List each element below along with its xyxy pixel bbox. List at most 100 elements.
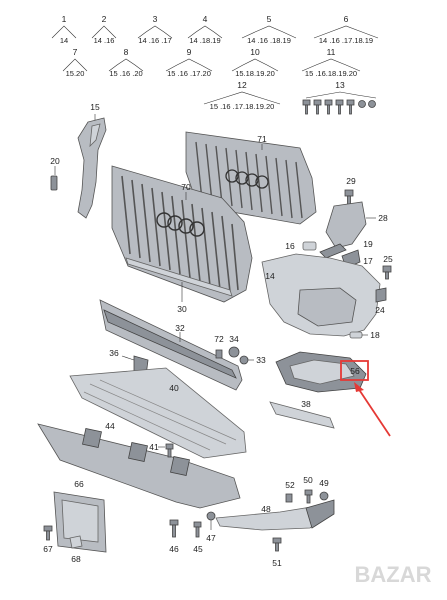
bracket xyxy=(137,25,173,39)
header-group-1: 1 14 xyxy=(51,14,77,45)
audi-rings-icon xyxy=(225,169,269,189)
part-72-clip: 72 xyxy=(214,334,224,359)
header-sub: 15.20 xyxy=(66,69,85,78)
callout-67: 67 xyxy=(43,544,53,554)
header-sub: 15 .16 .17.20 xyxy=(167,69,211,78)
part-46-screw: 46 xyxy=(169,519,179,554)
header-ref: 7 xyxy=(73,47,78,57)
header-sub: 14 .18.19 xyxy=(189,36,220,45)
bracket xyxy=(187,25,223,39)
header-ref: 10 xyxy=(250,47,260,57)
part-16-cap: 16 xyxy=(285,241,317,251)
header-index: 1 14 2 14 .16 3 14 .16 .17 4 14 .18.19 5… xyxy=(51,14,379,115)
callout-50: 50 xyxy=(303,475,313,485)
header-group-13: 13 xyxy=(302,80,377,115)
bracket xyxy=(62,58,88,72)
part-29-bolt: 29 xyxy=(344,176,356,205)
callout-19: 19 xyxy=(363,239,373,249)
callout-44: 44 xyxy=(105,421,115,431)
part-18-clip: 18 xyxy=(349,330,380,340)
header-ref: 3 xyxy=(153,14,158,24)
callout-16: 16 xyxy=(285,241,295,251)
header-sub: 15 .16.18.19.20 xyxy=(305,69,357,78)
header-sub: 14 .16 .18.19 xyxy=(247,36,291,45)
header-sub: 15 .16 .20 xyxy=(109,69,142,78)
header-sub: 14 xyxy=(60,36,68,45)
part-40-undertray: 40 xyxy=(69,367,247,459)
bracket xyxy=(203,91,281,105)
part-30-strip: 30 xyxy=(125,257,233,314)
bracket xyxy=(91,25,117,39)
callout-56: 56 xyxy=(350,366,360,376)
audi-rings-icon xyxy=(156,212,205,237)
callout-45: 45 xyxy=(193,544,203,554)
part-38-strip: 38 xyxy=(269,399,335,429)
bracket xyxy=(51,25,77,39)
callout-51: 51 xyxy=(272,558,282,568)
header-sub: 15 .16 .17.18.19.20 xyxy=(210,102,275,111)
header-ref: 2 xyxy=(102,14,107,24)
bracket xyxy=(313,25,379,39)
callout-24: 24 xyxy=(375,305,385,315)
callout-34: 34 xyxy=(229,334,239,344)
header-sub: 14 .16 xyxy=(94,36,115,45)
callout-46: 46 xyxy=(169,544,179,554)
header-group-10: 10 15.18.19.20 xyxy=(231,47,279,78)
header-group-8: 8 15 .16 .20 xyxy=(108,47,144,78)
callout-38: 38 xyxy=(301,399,311,409)
header-group-5: 5 14 .16 .18.19 xyxy=(241,14,297,45)
callout-32: 32 xyxy=(175,323,185,333)
fastener-set-icon xyxy=(302,99,376,115)
part-24-bracket: 24 xyxy=(375,287,387,315)
part-67-screw: 67 xyxy=(43,525,53,554)
highlight-arrow-icon xyxy=(354,382,391,437)
header-group-9: 9 15 .16 .17.20 xyxy=(165,47,213,78)
callout-14: 14 xyxy=(265,271,275,281)
header-group-7: 7 15.20 xyxy=(62,47,88,78)
part-68-clip: 68 xyxy=(69,535,83,564)
header-group-6: 6 14 .16 .17.18.19 xyxy=(313,14,379,45)
callout-36: 36 xyxy=(109,348,119,358)
part-28-bracket: 28 xyxy=(325,201,388,249)
part-20-clip: 20 xyxy=(50,156,60,191)
part-25-bolt: 25 xyxy=(382,254,393,280)
part-49-nut: 49 xyxy=(319,478,329,501)
callout-15: 15 xyxy=(90,102,100,112)
bracket xyxy=(241,25,297,39)
callout-71: 71 xyxy=(257,134,267,144)
header-group-3: 3 14 .16 .17 xyxy=(137,14,173,45)
header-ref: 5 xyxy=(267,14,272,24)
header-ref: 4 xyxy=(203,14,208,24)
header-ref: 11 xyxy=(327,47,336,57)
header-group-2: 2 14 .16 xyxy=(91,14,117,45)
part-19-trim: 19 xyxy=(319,239,373,259)
part-44-lower-spoiler: 44 xyxy=(37,421,241,509)
bracket xyxy=(231,58,279,72)
header-ref: 1 xyxy=(62,14,67,24)
callout-49: 49 xyxy=(319,478,329,488)
header-sub: 14 .16 .17 xyxy=(138,36,171,45)
callout-18: 18 xyxy=(370,330,380,340)
callout-28: 28 xyxy=(378,213,388,223)
callout-17: 17 xyxy=(363,256,373,266)
bracket xyxy=(108,58,144,72)
header-ref: 9 xyxy=(187,47,192,57)
part-32-reinforcement: 32 xyxy=(99,299,243,391)
part-48-lip-trim: 48 xyxy=(215,499,335,531)
callout-41: 41 xyxy=(149,442,159,452)
bracket xyxy=(165,58,213,72)
watermark-logo: BAZAR xyxy=(355,562,432,587)
callout-30: 30 xyxy=(177,304,187,314)
part-41-bolt: 41 xyxy=(149,442,174,458)
part-15-side-bracket: 15 xyxy=(77,102,107,219)
part-51-screw: 51 xyxy=(272,537,282,568)
callout-72: 72 xyxy=(214,334,224,344)
part-52-clip: 52 xyxy=(285,480,295,503)
callout-29: 29 xyxy=(346,176,356,186)
header-ref: 8 xyxy=(124,47,129,57)
callout-33: 33 xyxy=(256,355,266,365)
header-sub: 14 .16 .17.18.19 xyxy=(319,36,373,45)
header-ref: 12 xyxy=(237,80,247,90)
header-group-12: 12 15 .16 .17.18.19.20 xyxy=(203,80,281,111)
bracket xyxy=(301,58,361,72)
